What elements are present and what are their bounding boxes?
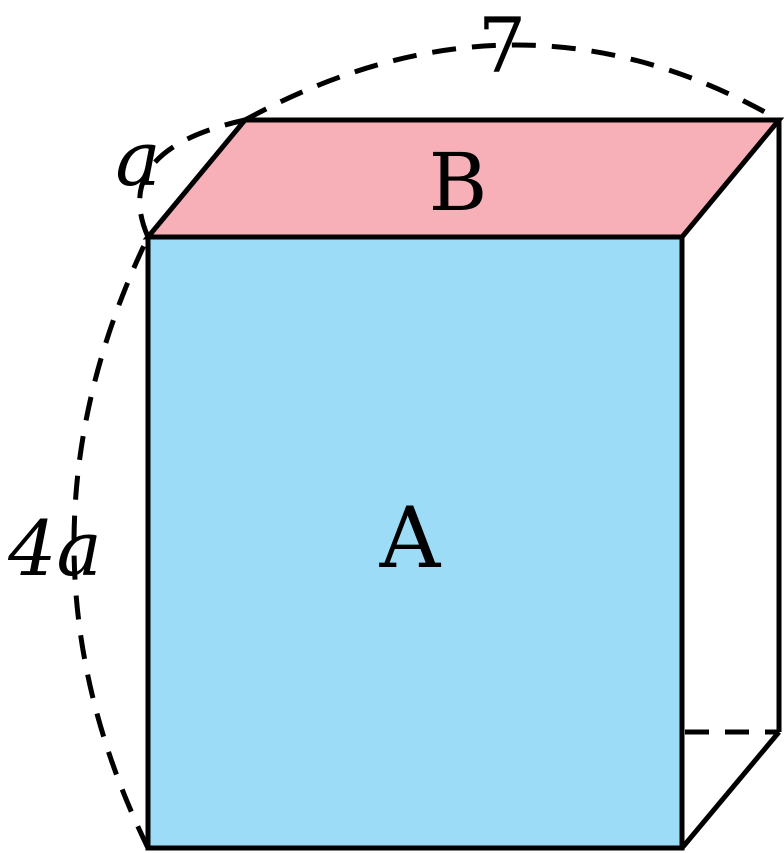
label-depth: a [115, 114, 160, 203]
label-top-face: B [429, 136, 488, 229]
label-diagonal: 7 [478, 1, 526, 90]
right-bottom-depth-edge [680, 730, 781, 850]
dimension-arcs [71, 42, 781, 850]
depth-arc [137, 117, 246, 238]
diagonal-arc [243, 42, 781, 123]
right-side-edges [680, 120, 782, 850]
label-height: 4a [7, 504, 102, 593]
label-front-face: A [379, 489, 442, 587]
height-arc [71, 235, 151, 850]
